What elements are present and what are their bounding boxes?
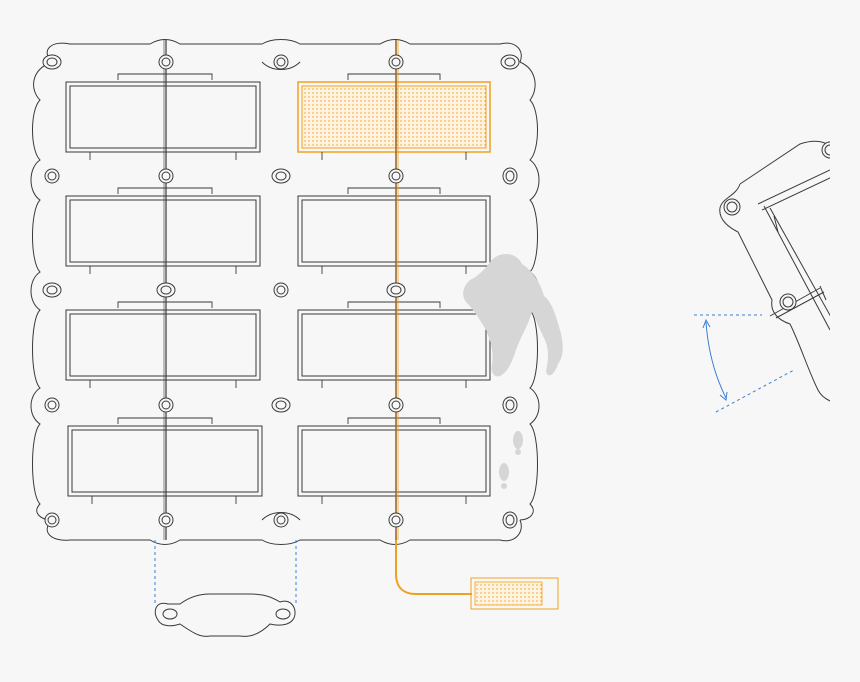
panel-r4-c2 — [297, 425, 491, 497]
detail-callout — [154, 540, 297, 637]
panel-r1-c1-inner — [69, 85, 257, 149]
footprints — [499, 431, 523, 489]
hole-row-5 — [44, 511, 518, 529]
scale-figure-person — [463, 253, 563, 377]
panel-r1-c1 — [65, 81, 261, 153]
connector-leader — [395, 540, 559, 610]
highlighted-panel — [297, 81, 491, 153]
panel-grid-outline — [30, 39, 540, 545]
panel-r3-c2 — [297, 309, 491, 381]
panel-r2-c2 — [297, 195, 491, 267]
side-view-tilted — [719, 140, 830, 402]
hole-row-2 — [44, 167, 518, 185]
panel-r2-c1 — [65, 195, 261, 267]
panel-r3-c1 — [65, 309, 261, 381]
hole-row-1 — [42, 54, 520, 70]
clip-tabs — [89, 73, 467, 504]
panel-r4-c1 — [67, 425, 263, 497]
hole-row-4 — [44, 396, 518, 414]
mount-holes — [42, 54, 520, 529]
hole-row-3 — [42, 281, 518, 299]
angle-indicator — [694, 314, 795, 413]
